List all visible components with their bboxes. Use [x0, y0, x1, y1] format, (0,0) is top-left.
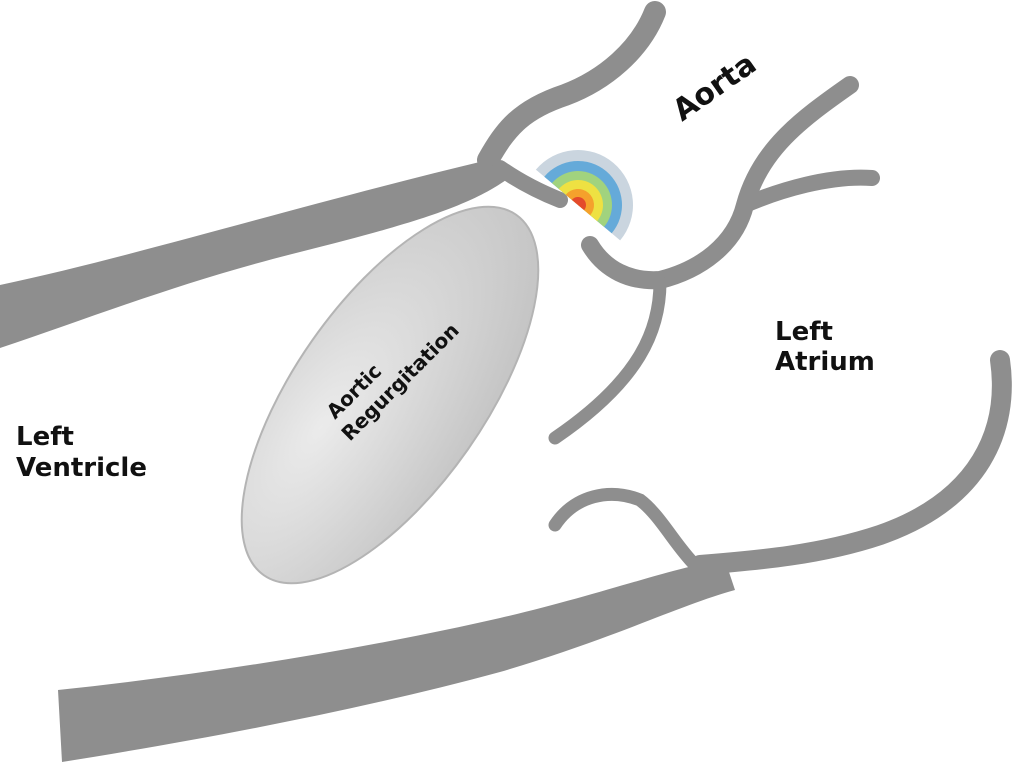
- aortic-wall-right: [581, 76, 859, 290]
- anterior-mitral-leaflet: [548, 275, 667, 445]
- aortic-wall-branch: [737, 169, 880, 213]
- regurgitation-jet: [240, 205, 540, 585]
- posterior-mitral-leaflet: [548, 488, 702, 572]
- label-aorta: Aorta: [667, 46, 763, 128]
- flow-ring: [571, 197, 586, 211]
- label-left-atrium: Left Atrium: [775, 317, 875, 377]
- septum-wall: [0, 160, 506, 348]
- left-atrium-posterior-wall: [690, 350, 1012, 575]
- aortic-cusp-left: [492, 160, 568, 208]
- aortic-root-upper-wall: [477, 1, 666, 171]
- label-left-ventricle: Left Ventricle: [16, 422, 147, 483]
- posterior-lv-wall: [58, 560, 735, 762]
- flow-convergence-rings: [535, 150, 633, 241]
